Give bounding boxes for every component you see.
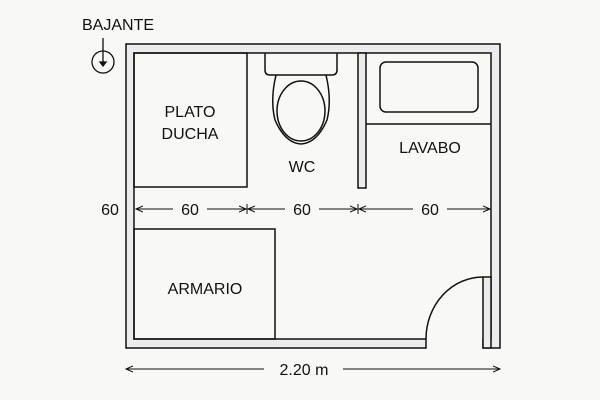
sink-basin [379,61,479,113]
partition-wall [357,52,367,189]
toilet-icon [264,53,338,145]
dim-wc-width: 60 [293,202,311,219]
lavabo-label: LAVABO [399,140,461,157]
dim-total-width: 2.20 m [280,362,329,379]
shower-label-line1: PLATO [165,104,216,121]
dimension-line-inner [136,204,490,214]
wc-label: WC [289,159,316,176]
shower-tray [133,52,248,188]
dim-lavabo-width: 60 [421,202,439,219]
shower-label-line2: DUCHA [162,126,219,143]
dim-shower-width: 60 [181,202,199,219]
wardrobe [133,228,276,340]
bajante-label: BAJANTE [82,17,154,34]
door-icon [425,276,492,349]
armario-label: ARMARIO [168,281,243,298]
drain-pipe-icon [91,38,115,74]
dim-left-depth: 60 [101,202,119,219]
exterior-walls [125,43,501,349]
